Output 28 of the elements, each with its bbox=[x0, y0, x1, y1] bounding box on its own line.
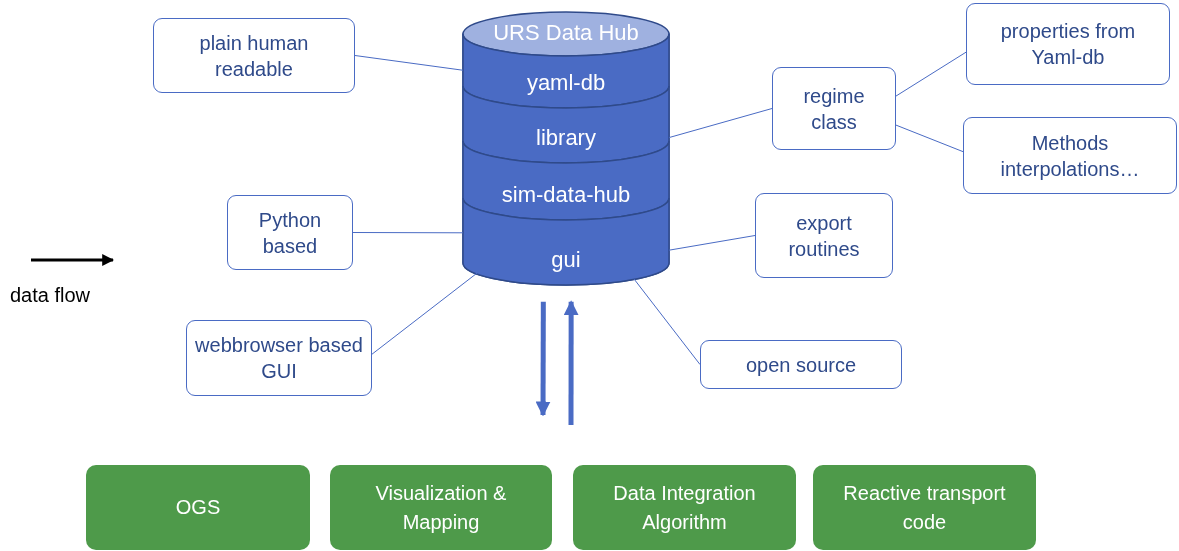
legend-label: data flow bbox=[10, 284, 91, 307]
layer-label: yaml-db bbox=[526, 70, 606, 96]
leader-line bbox=[895, 51, 967, 97]
leader-line bbox=[895, 124, 964, 153]
callout-box: open source bbox=[700, 340, 902, 389]
leader-line bbox=[633, 278, 701, 365]
leader-line bbox=[668, 108, 773, 139]
process-box: Reactive transport code bbox=[813, 465, 1036, 550]
layer-label: library bbox=[536, 125, 596, 151]
callout-box: export routines bbox=[755, 193, 893, 278]
process-box: Visualization & Mapping bbox=[330, 465, 552, 550]
arrow bbox=[563, 300, 579, 425]
database-title: URS Data Hub bbox=[493, 20, 639, 46]
leader-line bbox=[354, 55, 464, 71]
layer-label: gui bbox=[551, 247, 581, 273]
process-box: OGS bbox=[86, 465, 310, 550]
callout-box: Methods interpolations… bbox=[963, 117, 1177, 194]
callout-box: regime class bbox=[772, 67, 896, 150]
leader-line bbox=[352, 232, 464, 234]
arrow bbox=[535, 301, 551, 417]
process-box: Data Integration Algorithm bbox=[573, 465, 796, 550]
callout-box: properties from Yaml-db bbox=[966, 3, 1170, 85]
callout-box: plain human readable bbox=[153, 18, 355, 93]
leader-line bbox=[371, 272, 478, 355]
layer-label: sim-data-hub bbox=[501, 182, 631, 208]
callout-box: Python based bbox=[227, 195, 353, 270]
callout-box: webbrowser based GUI bbox=[186, 320, 372, 396]
leader-line bbox=[668, 235, 756, 251]
